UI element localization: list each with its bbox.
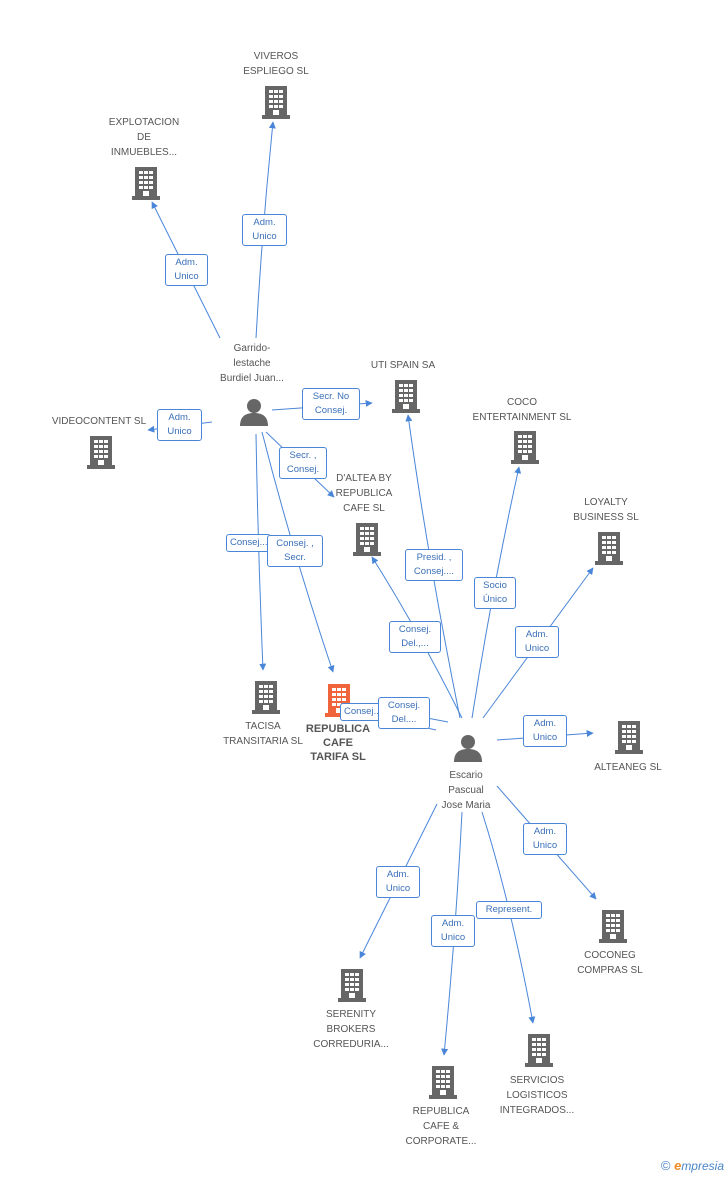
edge-label-escario-to-daltea[interactable]: Consej. Del.,... bbox=[389, 621, 441, 653]
building-icon-explotacion[interactable] bbox=[132, 167, 160, 200]
node-label-explotacion[interactable]: EXPLOTACION DE INMUEBLES... bbox=[108, 117, 180, 158]
building-icon-videocontent[interactable] bbox=[87, 436, 115, 469]
node-label-coconeg[interactable]: COCONEG COMPRAS SL bbox=[577, 950, 643, 976]
edge-label-escario-to-coconeg[interactable]: Adm. Unico bbox=[523, 823, 567, 855]
edge-label-escario-to-serenity[interactable]: Adm. Unico bbox=[376, 866, 420, 898]
edge-label-garrido-to-explotacion[interactable]: Adm. Unico bbox=[165, 254, 208, 286]
edge-label-escario-to-alteaneg[interactable]: Adm. Unico bbox=[523, 715, 567, 747]
edge-label-garrido-to-tacisa[interactable]: Consej.... bbox=[226, 534, 271, 552]
building-icon-viveros[interactable] bbox=[262, 86, 290, 119]
node-label-alteaneg[interactable]: ALTEANEG SL bbox=[594, 762, 662, 773]
node-label-daltea[interactable]: D'ALTEA BY REPUBLICA CAFE SL bbox=[335, 473, 393, 514]
edge-label-garrido-to-utispain[interactable]: Secr. No Consej. bbox=[302, 388, 360, 420]
building-icon-coconeg[interactable] bbox=[599, 910, 627, 943]
node-label-loyalty[interactable]: LOYALTY BUSINESS SL bbox=[573, 497, 639, 523]
edge-label-escario-to-loyalty[interactable]: Adm. Unico bbox=[515, 626, 559, 658]
edge-label-garrido-to-videocontent[interactable]: Adm. Unico bbox=[157, 409, 202, 441]
edge-label-garrido-to-daltea[interactable]: Secr. , Consej. bbox=[279, 447, 327, 479]
edge-label-escario-to-utispain[interactable]: Presid. , Consej.... bbox=[405, 549, 463, 581]
edge-label-escario-to-republicacorporate[interactable]: Adm. Unico bbox=[431, 915, 475, 947]
person-icon-escario[interactable] bbox=[454, 735, 482, 762]
node-label-videocontent[interactable]: VIDEOCONTENT SL bbox=[51, 416, 147, 427]
building-icon-alteaneg[interactable] bbox=[615, 721, 643, 754]
person-icon-garrido[interactable] bbox=[240, 399, 268, 426]
node-label-tacisa[interactable]: TACISA TRANSITARIA SL bbox=[223, 721, 303, 747]
building-icon-serenity[interactable] bbox=[338, 969, 366, 1002]
edge-label-garrido-to-republicatarifa[interactable]: Consej. , Secr. bbox=[267, 535, 323, 567]
edge-garrido-to-tacisa bbox=[255, 433, 267, 671]
brand-logo-first-letter: e bbox=[674, 1158, 682, 1173]
copyright-footer: © empresia bbox=[661, 1158, 724, 1173]
node-label-utispain[interactable]: UTI SPAIN SA bbox=[370, 360, 436, 371]
building-icon-daltea[interactable] bbox=[353, 523, 381, 556]
node-label-republicatarifa[interactable]: REPUBLICA CAFE TARIFA SL bbox=[305, 723, 371, 763]
building-icon-coco[interactable] bbox=[511, 431, 539, 464]
building-icon-loyalty[interactable] bbox=[595, 532, 623, 565]
building-icon-republicacorporate[interactable] bbox=[429, 1066, 457, 1099]
node-label-republicacorporate[interactable]: REPUBLICA CAFE & CORPORATE... bbox=[405, 1106, 477, 1147]
node-label-servicios[interactable]: SERVICIOS LOGISTICOS INTEGRADOS... bbox=[499, 1075, 575, 1116]
copyright-symbol: © bbox=[660, 1158, 671, 1173]
building-icon-tacisa[interactable] bbox=[252, 681, 280, 714]
edge-label-escario-to-coco[interactable]: Socio Único bbox=[474, 577, 516, 609]
brand-logo-rest: mpresia bbox=[681, 1159, 724, 1173]
edge-label-garrido-to-viveros[interactable]: Adm. Unico bbox=[242, 214, 287, 246]
building-icon-utispain[interactable] bbox=[392, 380, 420, 413]
node-label-escario[interactable]: Escario Pascual Jose Maria bbox=[441, 770, 491, 811]
node-label-coco[interactable]: COCO ENTERTAINMENT SL bbox=[472, 397, 572, 423]
node-label-garrido[interactable]: Garrido- lestache Burdiel Juan... bbox=[220, 343, 284, 384]
node-label-serenity[interactable]: SERENITY BROKERS CORREDURIA... bbox=[313, 1009, 389, 1050]
building-icon-servicios[interactable] bbox=[525, 1034, 553, 1067]
edge-label-escario-to-servicios[interactable]: Represent. bbox=[476, 901, 542, 919]
edge-label-escario-to-republicatarifa[interactable]: Consej. Del.... bbox=[378, 697, 430, 729]
node-label-viveros[interactable]: VIVEROS ESPLIEGO SL bbox=[243, 51, 309, 77]
